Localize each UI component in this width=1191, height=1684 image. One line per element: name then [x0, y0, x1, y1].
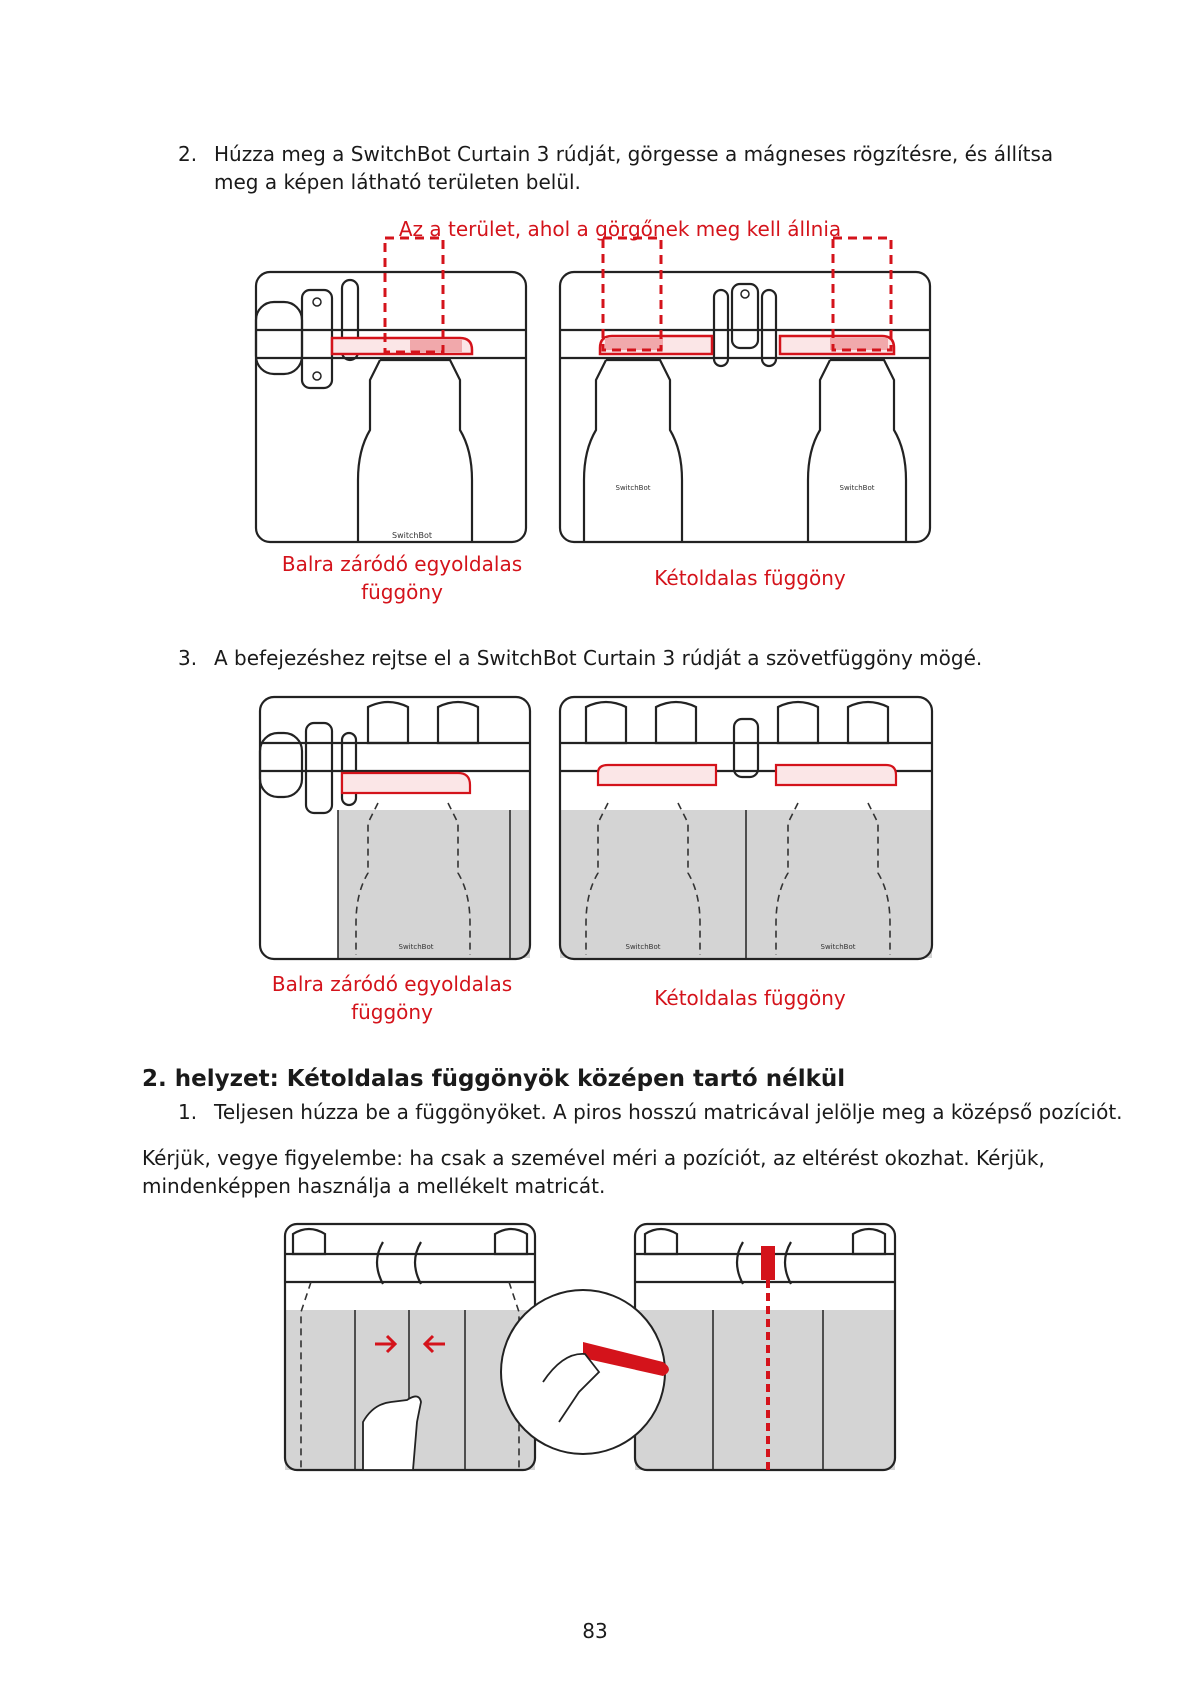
fig2-right-caption: Kétoldalas függöny [654, 986, 846, 1010]
single-curtain-panel: SwitchBot [254, 236, 528, 544]
step-number: 1. [178, 1100, 198, 1124]
step-text: A befejezéshez rejtse el a SwitchBot Cur… [214, 646, 983, 670]
step-text-line2: meg a képen látható területen belül. [214, 170, 581, 194]
double-curtain-panel: SwitchBot SwitchBot [558, 236, 932, 544]
fig1-left-caption: Balra záródó egyoldalas függöny [262, 550, 542, 606]
brand-label: SwitchBot [821, 943, 856, 951]
fig1-right-caption: Kétoldalas függöny [654, 566, 846, 590]
single-curtain-hidden-panel: SwitchBot [258, 695, 532, 961]
step-number: 3. [178, 646, 198, 670]
brand-label: SwitchBot [616, 484, 651, 492]
section2-step-1: 1. Teljesen húzza be a függönyöket. A pi… [178, 1098, 1138, 1128]
brand-label: SwitchBot [399, 943, 434, 951]
page-number: 83 [582, 1619, 608, 1643]
figure-center-marking [283, 1222, 897, 1472]
brand-label: SwitchBot [626, 943, 661, 951]
brand-label: SwitchBot [392, 531, 432, 540]
section-heading: 2. helyzet: Kétoldalas függönyök középen… [142, 1066, 846, 1092]
figure-hidden-rod: SwitchBot SwitchBot SwitchBot [258, 695, 934, 961]
caption-line1: Balra záródó egyoldalas [281, 552, 523, 576]
step-text-line1: Húzza meg a SwitchBot Curtain 3 rúdját, … [214, 142, 1054, 166]
caption-line2: függöny [361, 580, 443, 604]
center-marking-panel [500, 1222, 897, 1472]
fig2-left-caption: Balra záródó egyoldalas függöny [252, 970, 532, 1026]
step-3: 3. A befejezéshez rejtse el a SwitchBot … [178, 644, 1118, 674]
double-curtain-hidden-panel: SwitchBot SwitchBot [558, 695, 934, 961]
note-paragraph: Kérjük, vegye figyelembe: ha csak a szem… [142, 1144, 1102, 1200]
step-text: Teljesen húzza be a függönyöket. A piros… [214, 1100, 1123, 1124]
figure-roller-stop-area: SwitchBot SwitchBot SwitchBot [254, 236, 932, 544]
caption-line1: Balra záródó egyoldalas [271, 972, 513, 996]
pull-curtains-panel [283, 1222, 537, 1472]
note-line2: mindenképpen használja a mellékelt matri… [142, 1174, 606, 1198]
brand-label: SwitchBot [840, 484, 875, 492]
caption-line2: függöny [351, 1000, 433, 1024]
step-number: 2. [178, 142, 198, 166]
step-2: 2. Húzza meg a SwitchBot Curtain 3 rúdjá… [178, 140, 1118, 200]
note-line1: Kérjük, vegye figyelembe: ha csak a szem… [142, 1146, 1045, 1170]
